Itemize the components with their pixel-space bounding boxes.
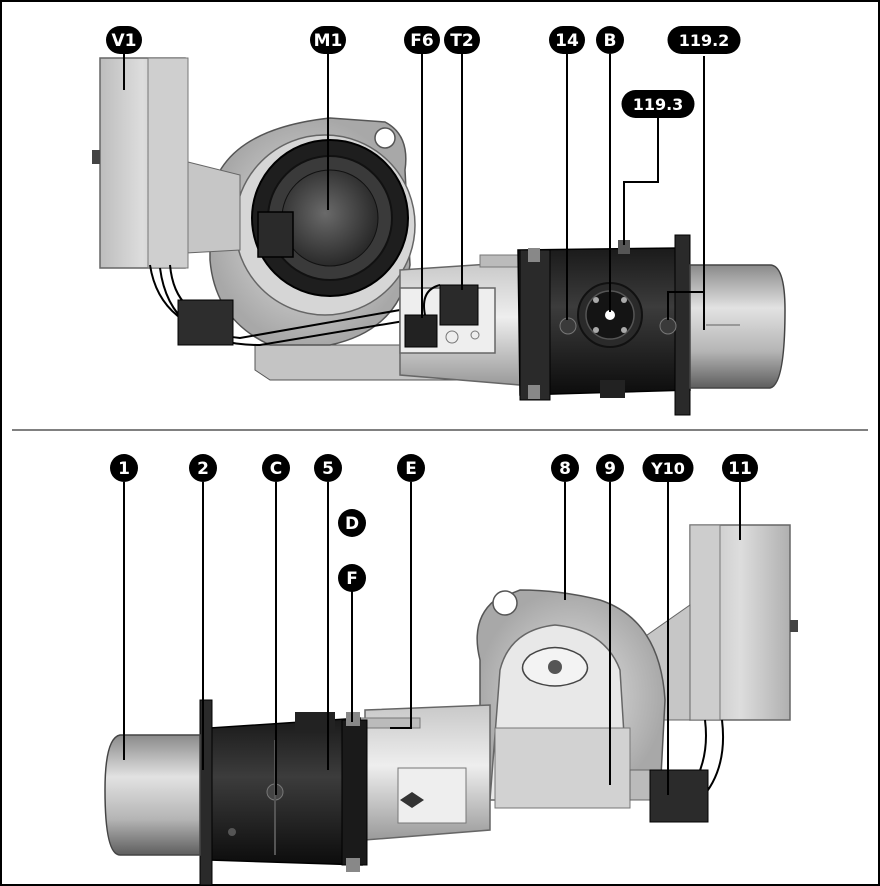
label-badge-n9: 9	[596, 454, 624, 482]
blast-tube-top	[689, 264, 786, 389]
blast-tube-1	[104, 734, 201, 856]
label-text-n1: 1	[118, 459, 130, 479]
label-badge-d: D	[338, 509, 366, 537]
label-text-n119-2: 119.2	[679, 31, 730, 50]
label-badge-n5: 5	[314, 454, 342, 482]
transformer-t2	[439, 284, 479, 326]
port-14	[559, 317, 577, 335]
label-text-t2: T2	[450, 31, 473, 51]
label-badge-f: F	[338, 564, 366, 592]
label-badge-v1: V1	[106, 26, 142, 54]
label-text-n119-3: 119.3	[633, 95, 684, 114]
label-text-v1: V1	[112, 31, 137, 51]
callout-labels: V1 M1 F6 T2 14 B 119.2 119.3 1 2 C 5 E D F 8 9 Y10 11	[106, 26, 758, 592]
bottom-leader-lines	[123, 482, 741, 795]
fuse-f6	[404, 314, 438, 348]
burner-head-housing-bottom	[209, 717, 363, 866]
label-badge-y10: Y10	[642, 454, 694, 482]
port-119-3	[618, 240, 630, 254]
label-badge-n11: 11	[722, 454, 758, 482]
label-badge-c: C	[262, 454, 290, 482]
label-text-m1: M1	[314, 31, 343, 51]
label-text-n8: 8	[559, 459, 571, 479]
label-badge-f6: F6	[404, 26, 440, 54]
label-text-f6: F6	[410, 31, 433, 51]
label-badge-n14: 14	[549, 26, 585, 54]
label-text-e: E	[405, 459, 417, 479]
label-badge-n8: 8	[551, 454, 579, 482]
air-damper-9	[494, 727, 631, 809]
label-text-y10: Y10	[650, 459, 685, 478]
label-badge-n119-3: 119.3	[621, 90, 695, 118]
label-text-f: F	[346, 569, 358, 589]
label-badge-n119-2: 119.2	[667, 26, 741, 54]
label-badge-n2: 2	[189, 454, 217, 482]
label-text-d: D	[345, 514, 359, 534]
top-leader-lines	[123, 54, 705, 330]
label-text-n9: 9	[604, 459, 616, 479]
label-text-n14: 14	[555, 31, 579, 51]
label-badge-m1: M1	[310, 26, 346, 54]
label-badge-t2: T2	[444, 26, 480, 54]
valve-y10	[649, 769, 709, 823]
label-badge-e: E	[397, 454, 425, 482]
label-text-c: C	[270, 459, 282, 479]
label-text-n11: 11	[728, 459, 752, 479]
port-119-2	[659, 317, 677, 335]
label-badge-b: B	[596, 26, 624, 54]
label-badge-n1: 1	[110, 454, 138, 482]
label-text-n2: 2	[197, 459, 209, 479]
top-view-burner	[92, 57, 786, 416]
label-text-b: B	[604, 31, 617, 51]
label-text-n5: 5	[322, 459, 334, 479]
